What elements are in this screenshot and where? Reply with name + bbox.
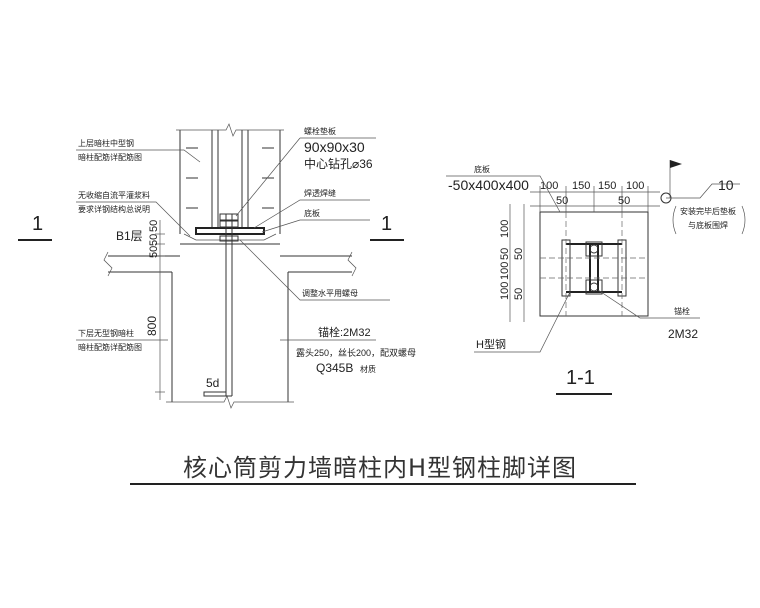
flag-marker bbox=[670, 160, 682, 168]
install-note-line-1: 安装完毕后垫板 bbox=[680, 206, 736, 216]
anchor-material: Q345B bbox=[316, 361, 353, 375]
install-note-paren-left bbox=[672, 205, 677, 235]
h-section-shape bbox=[566, 243, 622, 293]
grout-bed bbox=[183, 233, 277, 241]
left-dim-2-2: 50 bbox=[513, 288, 525, 300]
top-dim-2-2: 50 bbox=[618, 195, 630, 207]
left-elevation-detail: 1 1 50 50 50 800 5d B1层 上层暗柱中型钢 暗柱配筋详配筋图… bbox=[18, 123, 416, 409]
bolt-plate-size: 90x90x30 bbox=[304, 139, 365, 155]
upper-note-line-1: 上层暗柱中型钢 bbox=[78, 138, 134, 148]
dim-50-a: 50 bbox=[148, 220, 160, 232]
base-plate bbox=[195, 227, 265, 235]
anchor-spec: 2M32 bbox=[668, 327, 698, 341]
elevation-value: 10 bbox=[718, 177, 734, 193]
anchor-bolt-top bbox=[589, 244, 599, 254]
dim-5d: 5d bbox=[206, 376, 219, 390]
upper-break-line bbox=[176, 123, 284, 137]
upper-note-line-2: 暗柱配筋详配筋图 bbox=[78, 152, 142, 162]
anchor-detail: 露头250，丝长200，配双螺母 bbox=[296, 347, 416, 358]
dim-800: 800 bbox=[145, 316, 159, 336]
leveling-nut-leader bbox=[239, 239, 390, 301]
elevation-leader bbox=[666, 183, 740, 199]
left-dim-4: 100 bbox=[499, 282, 511, 300]
section-mark-left: 1 bbox=[32, 213, 43, 235]
base-plate-size: -50x400x400 bbox=[448, 177, 529, 193]
install-note-paren-right bbox=[741, 205, 746, 235]
weld-label: 焊透焊缝 bbox=[304, 188, 336, 198]
h-steel-leader bbox=[474, 291, 571, 353]
base-plate-outline bbox=[539, 211, 649, 317]
weld-leader bbox=[253, 199, 370, 229]
anchor-hook bbox=[203, 391, 232, 397]
slab-break-right bbox=[347, 251, 357, 277]
base-plate-leader bbox=[261, 219, 370, 233]
anchor-label: 锚栓:2M32 bbox=[318, 325, 371, 339]
h-steel-label: H型钢 bbox=[476, 337, 506, 351]
section-label: 1-1 bbox=[566, 367, 595, 389]
left-dim-1: 100 bbox=[499, 220, 511, 238]
bolt-plate-label: 螺栓垫板 bbox=[304, 126, 336, 136]
second-nut bbox=[219, 220, 239, 228]
lower-note-line-1: 下层无型钢暗柱 bbox=[78, 328, 134, 338]
left-dim-2: 50 bbox=[499, 248, 511, 260]
material-suffix: 材质 bbox=[360, 364, 376, 374]
right-section-detail: 100 150 150 100 50 50 底板 -50x400x400 10 … bbox=[446, 160, 746, 395]
upper-rebar-marks bbox=[186, 147, 274, 209]
lower-break-line bbox=[166, 395, 294, 409]
left-dim-3: 100 bbox=[499, 262, 511, 280]
base-plate-label: 底板 bbox=[304, 208, 320, 218]
top-dim-1: 100 bbox=[540, 180, 558, 192]
grout-note-line-1: 无收缩自流平灌浆料 bbox=[78, 190, 150, 200]
anchor-leader bbox=[597, 289, 700, 319]
top-dim-4: 100 bbox=[626, 180, 644, 192]
leveling-nut bbox=[219, 235, 239, 242]
base-plate-leader bbox=[446, 175, 561, 213]
dim-50-c: 50 bbox=[148, 246, 160, 258]
anchor-bolt-bottom bbox=[589, 282, 599, 292]
grout-note-leader bbox=[76, 201, 191, 237]
dim-50-b: 50 bbox=[148, 234, 160, 246]
top-nut bbox=[219, 213, 239, 221]
leveling-nut-label: 调整水平用螺母 bbox=[302, 288, 358, 298]
center-hole: 中心钻孔⌀36 bbox=[304, 156, 373, 171]
upper-note-leader bbox=[76, 149, 201, 163]
base-plate-label: 底板 bbox=[474, 164, 490, 174]
lower-note-line-2: 暗柱配筋详配筋图 bbox=[78, 342, 142, 352]
top-dim-2-1: 50 bbox=[556, 195, 568, 207]
slab-break-left bbox=[103, 251, 113, 277]
left-dim-2-1: 50 bbox=[513, 248, 525, 260]
section-mark-right: 1 bbox=[381, 213, 392, 235]
top-dim-2: 150 bbox=[572, 180, 590, 192]
anchor-washer-bottom bbox=[585, 279, 603, 295]
bolt-plate-leader bbox=[235, 137, 301, 217]
install-note-line-2: 与底板围焊 bbox=[688, 220, 728, 230]
grout-note-line-2: 要求详钢结构总说明 bbox=[78, 204, 150, 214]
anchor-label: 锚栓 bbox=[674, 306, 690, 316]
top-dim-3: 150 bbox=[598, 180, 616, 192]
drawing-title: 核心筒剪力墙暗柱内H型钢柱脚详图 bbox=[183, 454, 577, 482]
anchor-washer-top bbox=[585, 241, 603, 257]
floor-label: B1层 bbox=[116, 229, 143, 243]
